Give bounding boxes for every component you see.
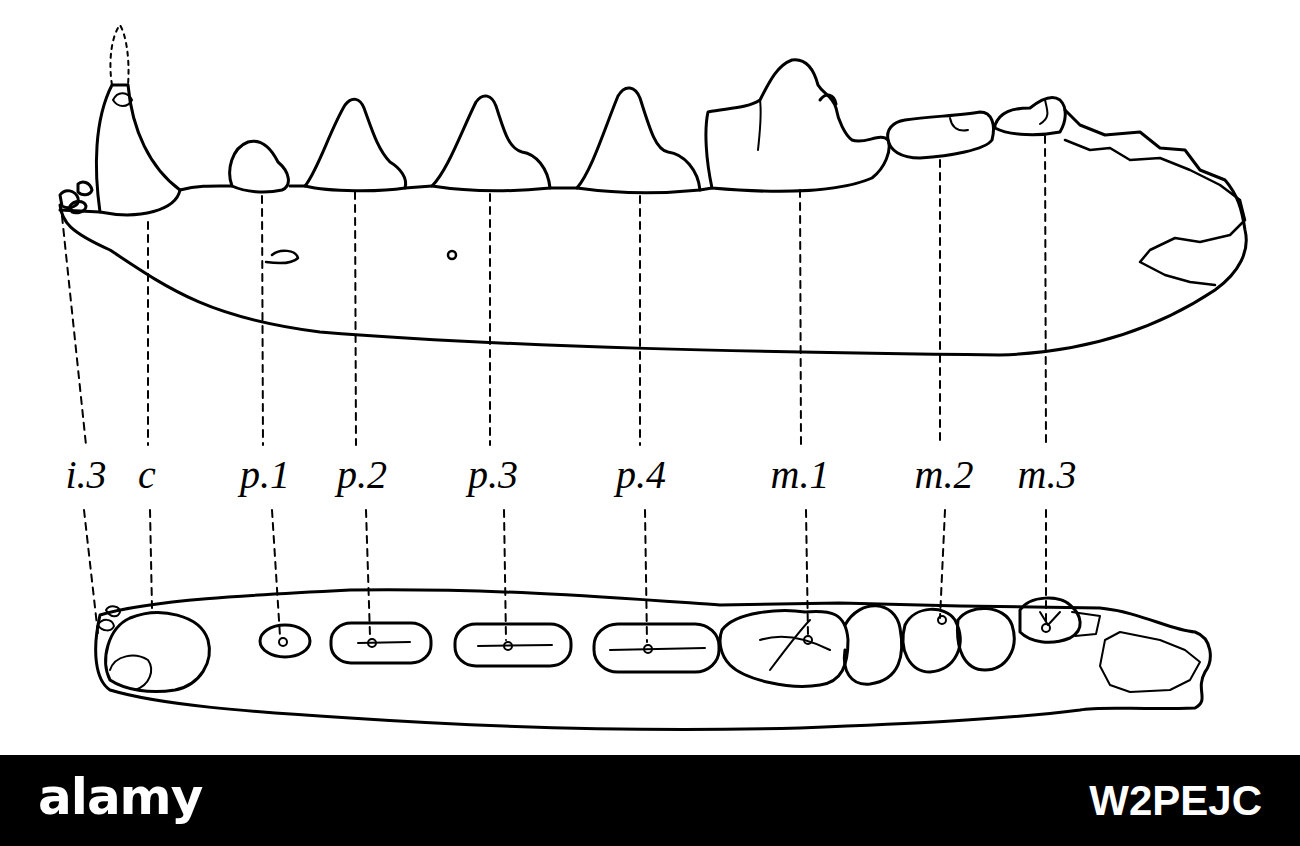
tooth-label: p.3 xyxy=(468,455,518,495)
watermark: alamy xyxy=(38,772,202,822)
tooth-label: m.3 xyxy=(1018,455,1077,495)
tooth-label: p.4 xyxy=(616,455,666,495)
tooth-label: m.1 xyxy=(771,455,830,495)
tooth-label: p.2 xyxy=(337,455,387,495)
tooth-label: i.3 xyxy=(65,455,106,495)
image-id: W2PEJC xyxy=(1089,780,1262,822)
tooth-label: c xyxy=(138,455,156,495)
tooth-label: p.1 xyxy=(240,455,290,495)
tooth-label: m.2 xyxy=(915,455,974,495)
